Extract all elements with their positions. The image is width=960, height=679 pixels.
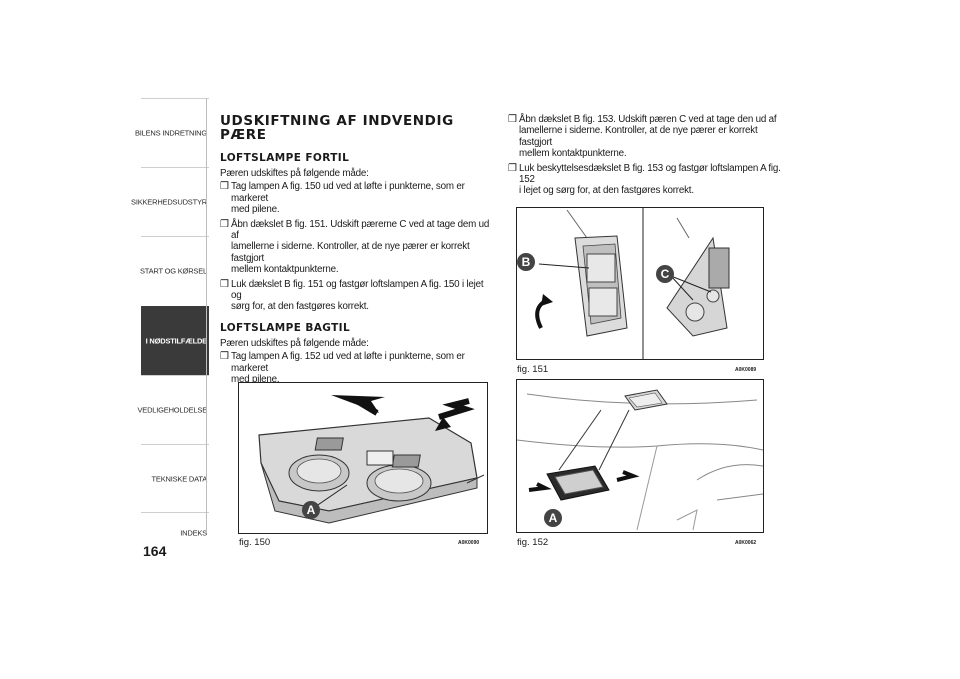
figure-code: A0K0062 [735,540,757,546]
intro-text: Pæren udskiftes på følgende måde: [220,168,369,179]
list-item: ❒ Tag lampen A fig. 152 ud ved at løfte … [220,351,495,385]
bullet-line: mellem kontaktpunkterne. [519,148,627,160]
figure-caption: fig. 151 [517,364,549,375]
list-item: ❒ Luk dækslet B fig. 151 og fastgør loft… [220,279,495,313]
tab-indeks[interactable]: INDEKS [141,512,209,538]
tab-sikkerhedsudstyr[interactable]: SIKKERHEDSUDSTYR [131,167,209,236]
front-dome-lamp-illustration [258,395,485,524]
section-title: UDSKIFTNING AF INDVENDIG PÆRE [220,114,495,142]
rear-dome-lamp-illustration [517,389,763,531]
tab-label: BILENS INDRETNING [134,128,207,138]
tab-tekniske-data[interactable]: TEKNISKE DATA [141,444,209,513]
tab-label: TEKNISKE DATA [151,474,208,484]
checkbox-bullet-icon: ❒ [220,351,229,363]
bullet-line: med pilene. [231,374,280,386]
callout-label-c: C [656,265,674,283]
bullet-line: Tag lampen A fig. 150 ud ved at løfte i … [231,181,465,204]
bullet-line: lamellerne i siderne. Kontroller, at de … [519,125,758,148]
section-title-line: PÆRE [220,127,267,143]
checkbox-bullet-icon: ❒ [508,162,517,174]
callout-label-b: B [517,253,535,271]
page-number: 164 [143,543,167,559]
chapter-sidebar: BILENS INDRETNING SIKKERHEDSUDSTYR START… [131,98,209,538]
figure-150: A [238,382,488,534]
tab-label: I NØDSTILFÆLDE [145,336,208,346]
tab-label: START OG KØRSEL [139,266,207,276]
bullet-line: Luk beskyttelsesdækslet B fig. 153 og fa… [519,162,781,186]
section-title-line: UDSKIFTNING AF INDVENDIG [220,113,454,129]
figure-code: A0K0089 [735,367,757,373]
figure-code: A0K0090 [458,540,480,546]
checkbox-bullet-icon: ❒ [220,181,229,193]
intro-text: Pæren udskiftes på følgende måde: [220,337,369,349]
checkbox-bullet-icon: ❒ [220,218,229,230]
heading-rear-lamp: LOFTSLAMPE BAGTIL [220,321,351,334]
bullet-line: i lejet og sørg for, at den fastgøres ko… [519,185,694,197]
bullet-line: Luk dækslet B fig. 151 og fastgør loftsl… [231,278,484,302]
bullet-line: med pilene. [231,204,280,216]
list-item: ❒ Åbn dækslet B fig. 151. Udskift pærern… [220,219,495,276]
bullet-line: Åbn dækslet B fig. 153. Udskift pæren C … [519,114,777,125]
sidebar-divider [206,98,207,533]
bullet-line: Åbn dækslet B fig. 151. Udskift pærerne … [231,218,490,242]
tab-label: VEDLIGEHOLDELSE [137,405,207,415]
right-column: ❒ Åbn dækslet B fig. 153. Udskift pæren … [508,114,783,197]
tab-bilens-indretning[interactable]: BILENS INDRETNING [135,98,209,167]
tab-vedligeholdelse[interactable]: VEDLIGEHOLDELSE [137,375,209,444]
figure-152: A [516,379,764,533]
callout-label-a: A [544,509,562,527]
figure-151: B C [516,207,764,360]
tab-label: SIKKERHEDSUDSTYR [131,197,207,207]
left-column: UDSKIFTNING AF INDVENDIG PÆRE LOFTSLAMPE… [220,114,495,386]
lamp-cover-and-bulbs-illustration [535,208,730,359]
checkbox-bullet-icon: ❒ [508,114,517,125]
list-item: ❒ Luk beskyttelsesdækslet B fig. 153 og … [508,163,783,197]
figure-caption: fig. 150 [239,537,271,548]
heading-front-lamp: LOFTSLAMPE FORTIL [220,152,350,164]
tab-start-og-korsel[interactable]: START OG KØRSEL [139,236,209,305]
figure-caption: fig. 152 [517,537,549,548]
list-item: ❒ Åbn dækslet B fig. 153. Udskift pæren … [508,114,783,160]
bullet-line: sørg for, at den fastgøres korrekt. [231,301,369,313]
tab-i-nodstilfaelde[interactable]: I NØDSTILFÆLDE [141,306,209,375]
callout-label-a: A [302,501,320,519]
bullet-line: lamellerne i siderne. Kontroller, at de … [231,241,470,264]
bullet-line: mellem kontaktpunkterne. [231,264,339,276]
bullet-line: Tag lampen A fig. 152 ud ved at løfte i … [231,351,465,374]
list-item: ❒ Tag lampen A fig. 150 ud ved at løfte … [220,181,495,215]
tab-label: INDEKS [180,528,207,538]
checkbox-bullet-icon: ❒ [220,278,229,290]
